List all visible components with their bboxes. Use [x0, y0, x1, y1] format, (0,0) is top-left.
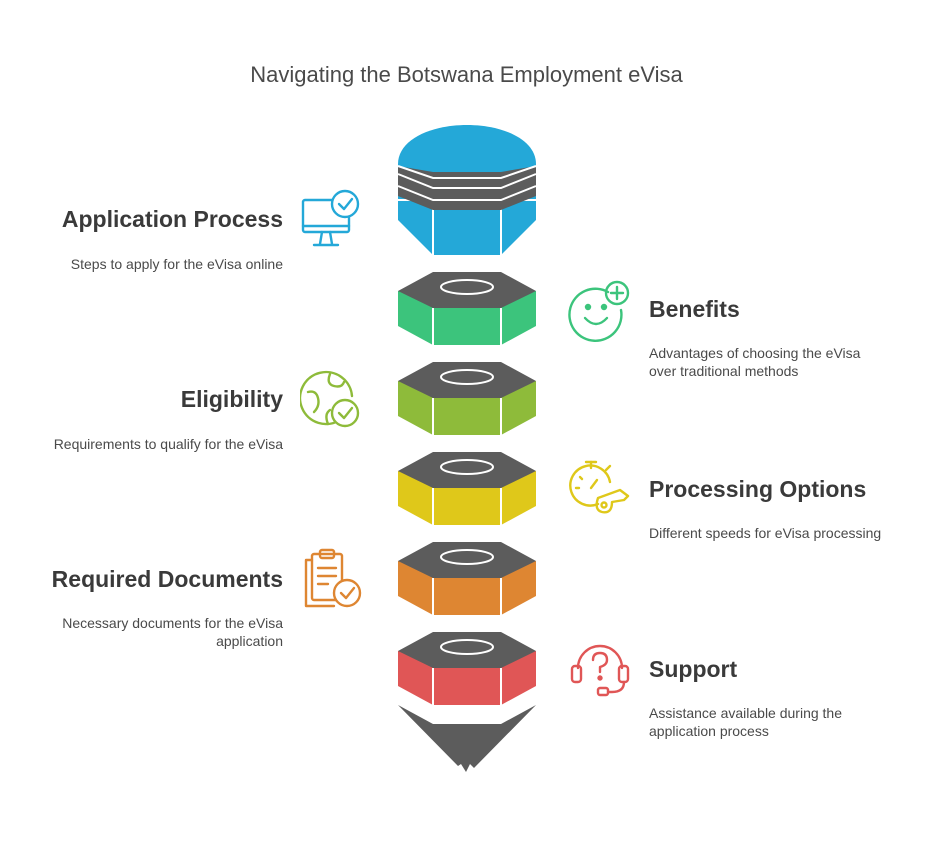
headset-question-icon: [568, 638, 632, 702]
segment-required-documents: [398, 542, 536, 615]
globe-check-icon: [300, 368, 364, 432]
step-desc-application-process: Steps to apply for the eVisa online: [70, 256, 283, 272]
step-heading-eligibility: Eligibility: [180, 386, 283, 412]
step-heading-processing-options: Processing Options: [649, 476, 867, 502]
monitor-check-icon: [300, 188, 364, 252]
step-heading-benefits: Benefits: [649, 296, 740, 322]
segment-support: [398, 632, 536, 705]
segment-benefits: [398, 272, 536, 345]
step-desc-benefits: Advantages of choosing the eVisa over tr…: [649, 345, 861, 379]
step-heading-required-documents: Required Documents: [51, 566, 283, 592]
step-heading-support: Support: [649, 656, 738, 682]
step-desc-eligibility: Requirements to qualify for the eVisa: [53, 436, 283, 452]
segment-application-process: [397, 125, 537, 255]
diagram-title: Navigating the Botswana Employment eVisa: [250, 62, 683, 87]
stopwatch-whistle-icon: [568, 458, 632, 522]
step-desc-processing-options: Different speeds for eVisa processing: [649, 525, 882, 541]
step-desc-support: Assistance available during the applicat…: [649, 705, 843, 739]
smiley-plus-icon: [568, 280, 632, 344]
step-heading-application-process: Application Process: [61, 206, 283, 232]
segment-eligibility: [398, 362, 536, 435]
segment-processing-options: [398, 452, 536, 525]
column-tip: [398, 705, 536, 772]
clipboard-check-icon: [300, 548, 364, 612]
step-desc-required-documents: Necessary documents for the eVisa applic…: [62, 615, 283, 649]
